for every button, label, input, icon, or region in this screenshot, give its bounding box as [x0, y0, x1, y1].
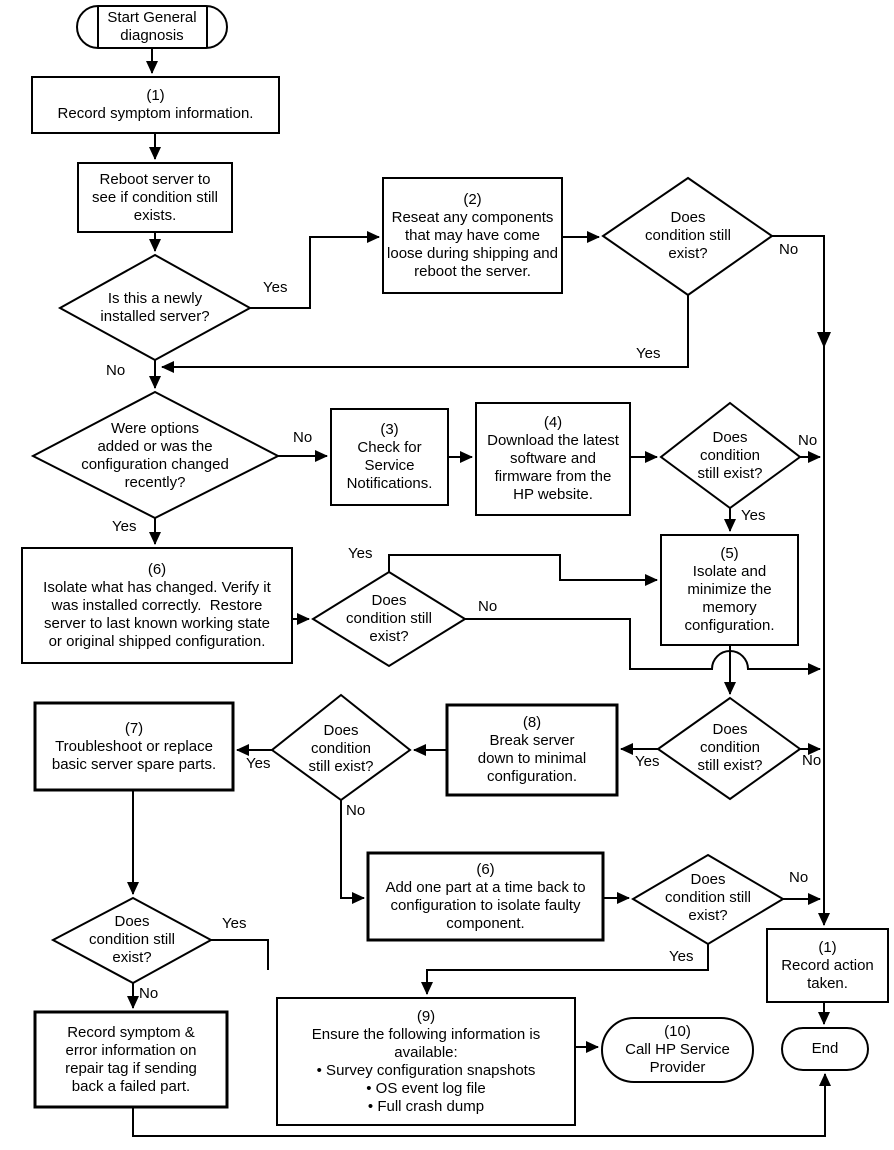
label-cond4-yes: Yes [246, 755, 271, 772]
label-cond7-yes: Yes [222, 915, 247, 932]
label-options-yes: Yes [112, 518, 137, 535]
call-hp-terminator-shape [601, 1017, 754, 1083]
connectors [127, 48, 831, 1137]
record-tag-box [33, 1010, 229, 1109]
label-options-no: No [293, 429, 313, 446]
cond1-diamond [601, 176, 774, 297]
options-diamond [30, 390, 281, 520]
label-cond3-no: No [478, 598, 498, 615]
ensure-info-box [276, 997, 576, 1126]
label-cond2-yes: Yes [741, 507, 766, 524]
break-server-box [445, 703, 619, 797]
download-box [475, 402, 631, 516]
record-symptom-label: (1)Record symptom information. [57, 87, 254, 122]
edge-cond4-no-to-add-part [340, 800, 365, 904]
new-server-diamond [57, 253, 253, 362]
label-new-server-no: No [106, 362, 126, 379]
label-cond6-no: No [789, 869, 809, 886]
cond4-diamond [270, 693, 412, 802]
end-terminator-shape [781, 1027, 869, 1071]
edge-cond3-no-to-trunk [465, 618, 821, 675]
cond6-diamond [631, 853, 785, 946]
label-new-server-yes: Yes [263, 279, 288, 296]
label-cond6-yes: Yes [669, 948, 694, 965]
edge-record-tag-to-end [132, 1073, 831, 1137]
add-part-box [366, 851, 605, 942]
label-cond2-no: No [798, 432, 818, 449]
label-cond1-yes: Yes [636, 345, 661, 362]
label-cond1-no: No [779, 241, 799, 258]
node-shapes [21, 5, 889, 1126]
cond3-diamond [311, 570, 467, 668]
reboot-box [77, 162, 233, 233]
edge-cond7-yes-merge [211, 939, 269, 970]
trunk-mid-arrow [817, 332, 831, 348]
edge-cond1-no-trunk [772, 235, 830, 926]
label-cond7-no: No [139, 985, 159, 1002]
cond7-diamond [50, 896, 214, 985]
label-cond3-yes: Yes [348, 545, 373, 562]
label-cond5-yes: Yes [635, 753, 660, 770]
end-label: End [811, 1040, 839, 1057]
reseat-box [382, 177, 563, 294]
check-service-box [330, 408, 449, 506]
record-action-box [766, 928, 889, 1003]
cond2-diamond [659, 401, 802, 510]
label-cond5-no: No [802, 752, 822, 769]
edge-cond6-yes-to-ensure-info [421, 944, 709, 995]
edge-new-server-yes-to-reseat [250, 231, 380, 309]
start-terminator-shape [76, 5, 228, 49]
cond5-diamond [656, 696, 802, 801]
edge-cond3-yes-to-isolate-memory [388, 554, 658, 586]
isolate-memory-box [660, 534, 799, 646]
edge-cond1-yes-return [161, 295, 689, 373]
isolate-changed-box [21, 547, 293, 664]
label-cond4-no: No [346, 802, 366, 819]
record-symptom-box [31, 76, 280, 134]
troubleshoot-box [33, 701, 235, 792]
